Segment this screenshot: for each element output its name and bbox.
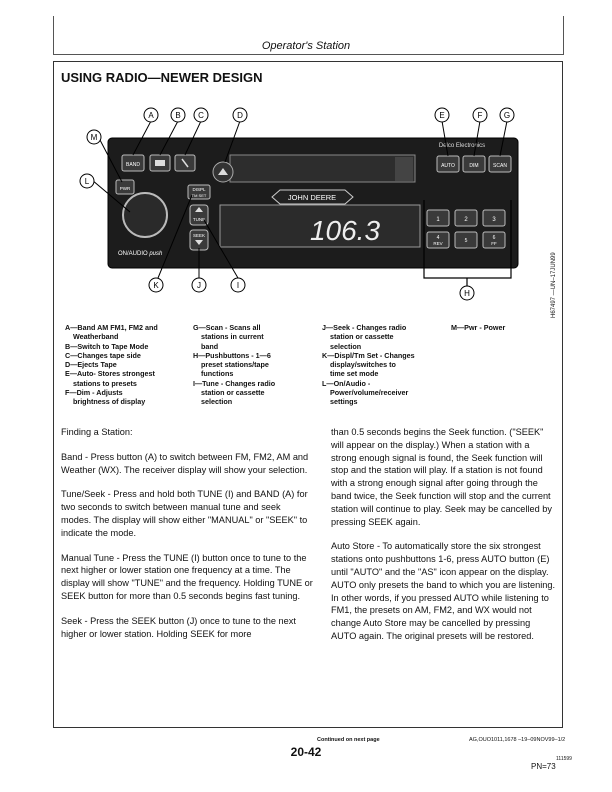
svg-text:F: F [478, 111, 483, 120]
svg-text:B: B [175, 111, 180, 120]
svg-text:BAND: BAND [126, 162, 140, 168]
svg-text:TUNE: TUNE [193, 217, 205, 222]
paragraph: than 0.5 seconds begins the Seek functio… [331, 427, 552, 527]
svg-text:AUTO: AUTO [441, 163, 455, 169]
svg-text:JOHN DEERE: JOHN DEERE [288, 193, 336, 202]
callout-letters [79, 107, 515, 301]
document-reference: AG,OUO1011,1678 –19–09NOV99–1/2 [469, 737, 566, 743]
svg-text:TM SET: TM SET [192, 193, 207, 198]
legend-col-4: M—Pwr - Power [451, 323, 506, 332]
svg-text:REV: REV [433, 241, 442, 246]
preset-6 [482, 231, 506, 249]
paragraph: Band - Press button (A) to switch betwee… [61, 451, 309, 475]
svg-text:1: 1 [436, 217, 440, 223]
tape-door [229, 154, 416, 183]
svg-text:DISPL: DISPL [192, 187, 206, 192]
body-right-column: than 0.5 seconds begins the Seek functio… [331, 426, 556, 655]
on-audio-knob [122, 192, 168, 238]
paragraph: Manual Tune - Press the TUNE (I) button … [61, 552, 313, 601]
svg-text:DIM: DIM [469, 163, 478, 169]
svg-text:3: 3 [492, 217, 496, 223]
header-frame-left [53, 16, 54, 54]
svg-text:E: E [439, 111, 444, 120]
paragraph: Tune/Seek - Press and hold both TUNE (I)… [61, 489, 308, 538]
header-frame-right [563, 16, 564, 54]
frequency-display [219, 204, 421, 248]
paragraph: Seek - Press the SEEK button (J) once to… [61, 615, 296, 639]
preset-5 [454, 231, 478, 249]
svg-text:2: 2 [464, 217, 468, 223]
radio-figure: BAND PWR ON/AUDIO push DISPL TM SET TUNE… [79, 107, 519, 301]
page-code: 111599 [556, 756, 572, 762]
svg-text:106.3: 106.3 [310, 215, 380, 246]
svg-text:6: 6 [493, 235, 496, 241]
pn-number: PN=73 [531, 762, 556, 771]
preset-3 [482, 209, 506, 227]
preset-1 [426, 209, 450, 227]
continued-note: Continued on next page [317, 737, 380, 743]
header-rule [53, 54, 564, 55]
displ-tmset-button [187, 184, 211, 200]
svg-text:G: G [504, 111, 510, 120]
section-title: USING RADIO—NEWER DESIGN [61, 70, 263, 85]
paragraph: Finding a Station: [61, 427, 133, 437]
svg-text:H: H [464, 289, 470, 298]
running-header: Operator's Station [261, 40, 351, 52]
svg-text:J: J [197, 281, 201, 290]
pwr-button [115, 179, 135, 195]
svg-text:A: A [148, 111, 154, 120]
svg-text:Delco Electronics: Delco Electronics [439, 143, 485, 149]
preset-2 [454, 209, 478, 227]
content-box [53, 61, 563, 728]
preset-4 [426, 231, 450, 249]
body-left-column: Finding a Station: Band - Press button (… [61, 426, 313, 652]
svg-text:SCAN: SCAN [493, 163, 507, 169]
svg-text:FF: FF [491, 241, 497, 246]
tune-button [189, 204, 209, 226]
svg-text:SEEK: SEEK [193, 233, 205, 238]
svg-text:I: I [237, 281, 239, 290]
figure-side-reference: H67497 —UN–17JUN99 [551, 252, 557, 318]
page-number: 20-42 [290, 745, 322, 759]
svg-text:L: L [85, 177, 90, 186]
svg-text:ON/AUDIO push: ON/AUDIO push [118, 251, 163, 257]
paragraph: Auto Store - To automatically store the … [331, 541, 556, 641]
svg-text:K: K [153, 281, 159, 290]
svg-text:4: 4 [437, 235, 440, 241]
svg-text:5: 5 [465, 238, 468, 244]
svg-text:PWR: PWR [120, 186, 131, 191]
svg-text:M: M [91, 133, 98, 142]
svg-text:C: C [198, 111, 204, 120]
svg-text:D: D [237, 111, 243, 120]
